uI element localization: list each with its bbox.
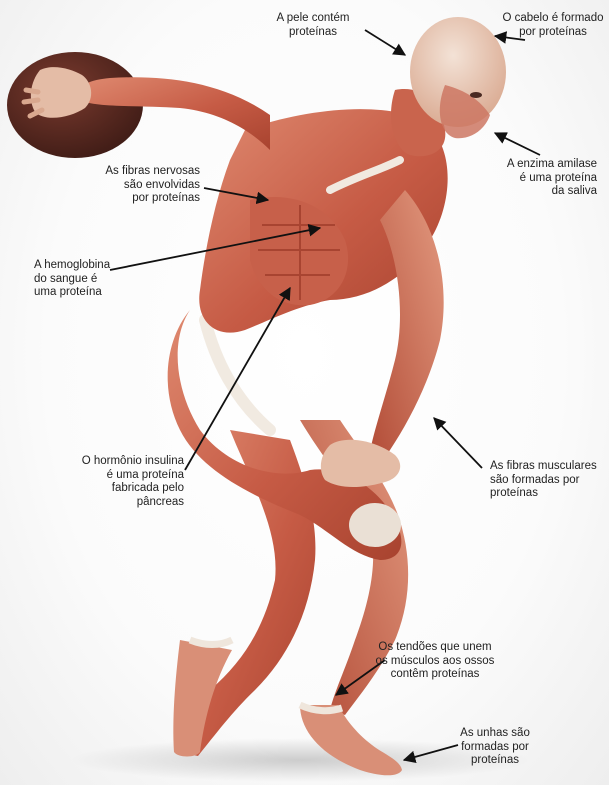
label-hair: O cabelo é formado por proteínas — [497, 12, 609, 39]
label-amylase: A enzima amilase é uma proteína da saliv… — [470, 158, 597, 199]
arrow-amylase — [495, 133, 540, 155]
label-skin: A pele contém proteínas — [258, 12, 368, 39]
label-muscle: As fibras musculares são formadas por pr… — [490, 460, 609, 501]
label-nerve: As fibras nervosas são envolvidas por pr… — [80, 165, 200, 206]
arrow-muscle — [434, 418, 482, 468]
arrow-skin — [365, 30, 405, 55]
label-nails: As unhas são formadas por proteínas — [450, 727, 540, 768]
label-insulin: O hormônio insulina é uma proteína fabri… — [34, 455, 184, 509]
label-tendon: Os tendões que unem os músculos aos osso… — [370, 641, 500, 682]
label-hemoglobin: A hemoglobina do sangue é uma proteína — [34, 259, 144, 300]
